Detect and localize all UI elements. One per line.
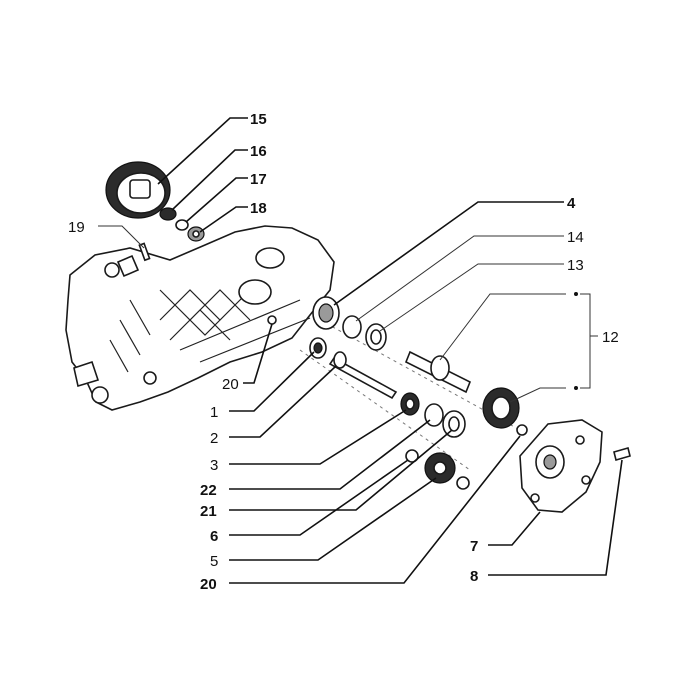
bullet-dot — [574, 292, 578, 296]
part-14-ring — [342, 315, 362, 339]
part-21-bearing — [442, 410, 466, 438]
callout-5: 5 — [210, 553, 218, 570]
callout-19: 19 — [68, 219, 85, 236]
bullet-dot — [574, 386, 578, 390]
part-6-washer — [405, 449, 419, 463]
callout-18: 18 — [250, 200, 267, 217]
part-1-bearing — [309, 337, 327, 359]
part-17-washer — [175, 219, 189, 231]
part-20-washer-lower — [456, 476, 470, 490]
callout-13: 13 — [567, 257, 584, 274]
part-18-bearing — [187, 226, 205, 242]
dowel — [516, 424, 528, 436]
part-2-shaft — [328, 351, 398, 400]
callout-7: 7 — [470, 538, 478, 555]
callout-6: 6 — [210, 528, 218, 545]
part-19-pin — [138, 242, 151, 262]
callout-20-upper: 20 — [222, 376, 239, 393]
callout-16: 16 — [250, 143, 267, 160]
part-5-gear — [424, 452, 456, 484]
part-8-screw — [613, 447, 631, 461]
callout-20-lower: 20 — [200, 576, 217, 593]
part-12-shaft-gear — [404, 350, 520, 429]
crankcase-housing — [65, 225, 335, 411]
callout-21: 21 — [200, 503, 217, 520]
part-7-cover — [519, 419, 603, 513]
part-15-gear — [105, 161, 171, 219]
part-16-nut — [159, 207, 177, 221]
callout-8: 8 — [470, 568, 478, 585]
callout-17: 17 — [250, 171, 267, 188]
callout-3: 3 — [210, 457, 218, 474]
callout-1: 1 — [210, 404, 218, 421]
callout-labels: 15 16 17 18 19 4 14 13 12 20 1 2 3 22 21… — [68, 111, 619, 593]
callout-22: 22 — [200, 482, 217, 499]
callout-2: 2 — [210, 430, 218, 447]
part-13-seal — [365, 323, 387, 351]
part-20-screw-upper — [267, 315, 277, 325]
callout-4: 4 — [567, 195, 576, 212]
callout-15: 15 — [250, 111, 267, 128]
callout-12: 12 — [602, 329, 619, 346]
leader-lines — [98, 117, 623, 584]
part-4-bearing — [312, 296, 340, 330]
callout-14: 14 — [567, 229, 584, 246]
